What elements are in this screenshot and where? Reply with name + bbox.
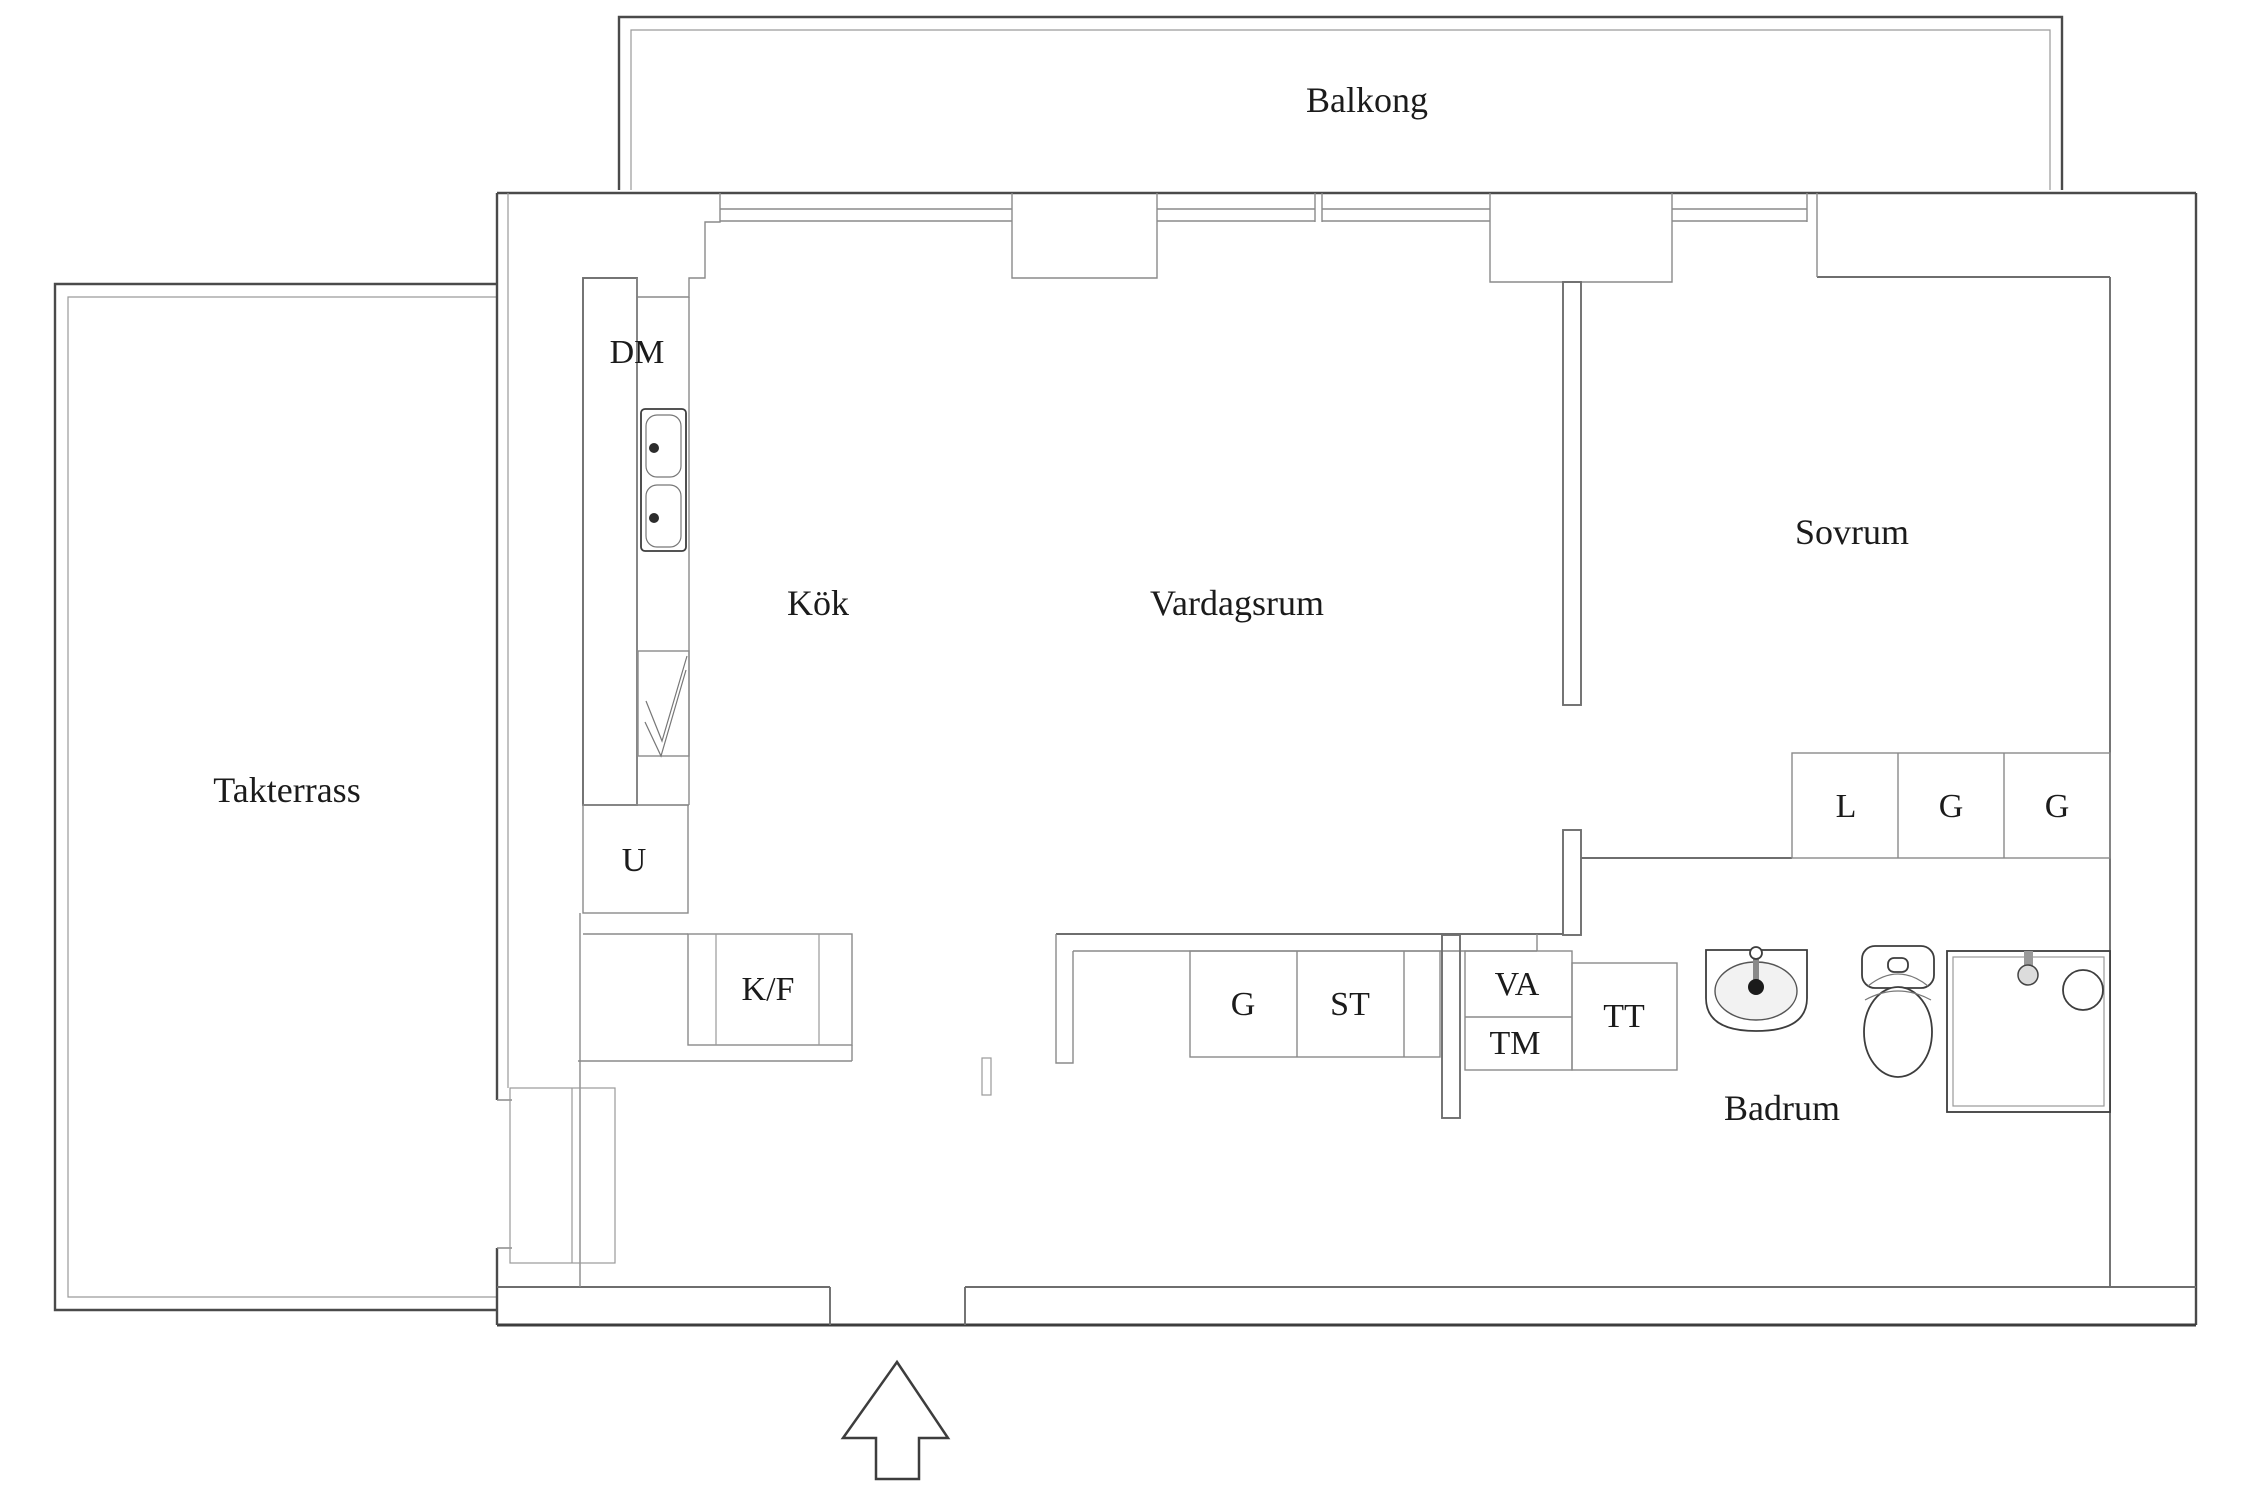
unit-label-va: VA [1494, 966, 1540, 1003]
bedroom-closets [1791, 752, 2111, 859]
hall-closets [1189, 950, 1441, 1058]
closet-label-g-bed1: G [1938, 788, 1964, 825]
washbasin-icon [1705, 946, 1808, 1032]
room-label-balkong: Balkong [1306, 80, 1428, 120]
apartment-walls [495, 191, 2198, 1327]
unit-label-kf: K/F [741, 971, 795, 1008]
bedroom-walls [1562, 281, 1792, 936]
bathroom-units [1464, 950, 1678, 1071]
closet-wall-strip [1055, 933, 1563, 1064]
unit-label-dm: DM [609, 334, 665, 371]
balcony-door-recess [1011, 193, 1673, 283]
fridge-freezer-cabinet [687, 933, 853, 1046]
kitchen-sink-icon [640, 408, 687, 552]
unit-label-u: U [621, 842, 647, 879]
closet-label-g-bed2: G [2044, 788, 2070, 825]
closet-label-g-hall: G [1230, 986, 1256, 1023]
closet-label-l: L [1835, 788, 1857, 825]
stove-icon [637, 650, 690, 758]
oven-cabinet [582, 804, 689, 935]
room-label-badrum: Badrum [1724, 1088, 1840, 1128]
bathroom-wall [1441, 934, 1461, 1119]
unit-label-tt: TT [1603, 998, 1645, 1035]
shower-icon [1946, 950, 2111, 1113]
toilet-icon [1861, 945, 1935, 1078]
terrace-outline [53, 282, 497, 1312]
hall-walls [509, 913, 992, 1287]
unit-label-tm: TM [1489, 1025, 1541, 1062]
entrance-arrow-icon [840, 1359, 951, 1481]
room-label-takterrass: Takterrass [213, 770, 361, 810]
room-label-sovrum: Sovrum [1794, 512, 1910, 552]
balcony-outline [617, 15, 2064, 190]
room-label-kok: Kök [787, 583, 849, 623]
room-label-vardagsrum: Vardagsrum [1150, 583, 1324, 623]
closet-label-st: ST [1330, 986, 1370, 1023]
window-band [720, 193, 1807, 222]
